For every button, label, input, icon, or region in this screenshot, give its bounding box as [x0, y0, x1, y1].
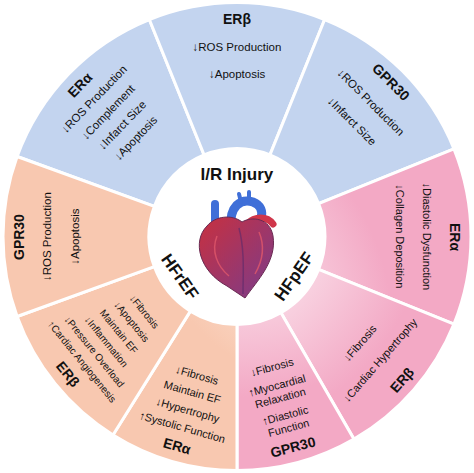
wedge-outline — [3, 156, 154, 316]
heart-drawing — [199, 192, 273, 298]
effect-label: ↓ROS Production — [41, 192, 54, 281]
wedge-outline — [237, 313, 354, 471]
receptor-name: GPR30 — [11, 214, 27, 260]
heart-body — [199, 217, 273, 298]
effect-wedge: GPR30↑Diastolic Function↑Myocardial Rela… — [235, 310, 356, 473]
condition-label: I/R Injury — [201, 165, 274, 185]
aortic-branch — [239, 192, 249, 202]
effect-label: ↓ROS Production — [193, 41, 282, 54]
effect-label: ↓Apoptosis — [68, 208, 81, 264]
receptor-name: ERβ — [223, 11, 251, 27]
effect-label: ↓Collagen Deposition — [393, 184, 406, 288]
effect-label: ↓Diastolic Dysfunction — [420, 183, 433, 291]
receptor-name: ERα — [447, 223, 463, 251]
effect-label: ↓Apoptosis — [209, 68, 265, 81]
coronary-vessel — [215, 232, 263, 276]
septum-line — [239, 228, 243, 294]
